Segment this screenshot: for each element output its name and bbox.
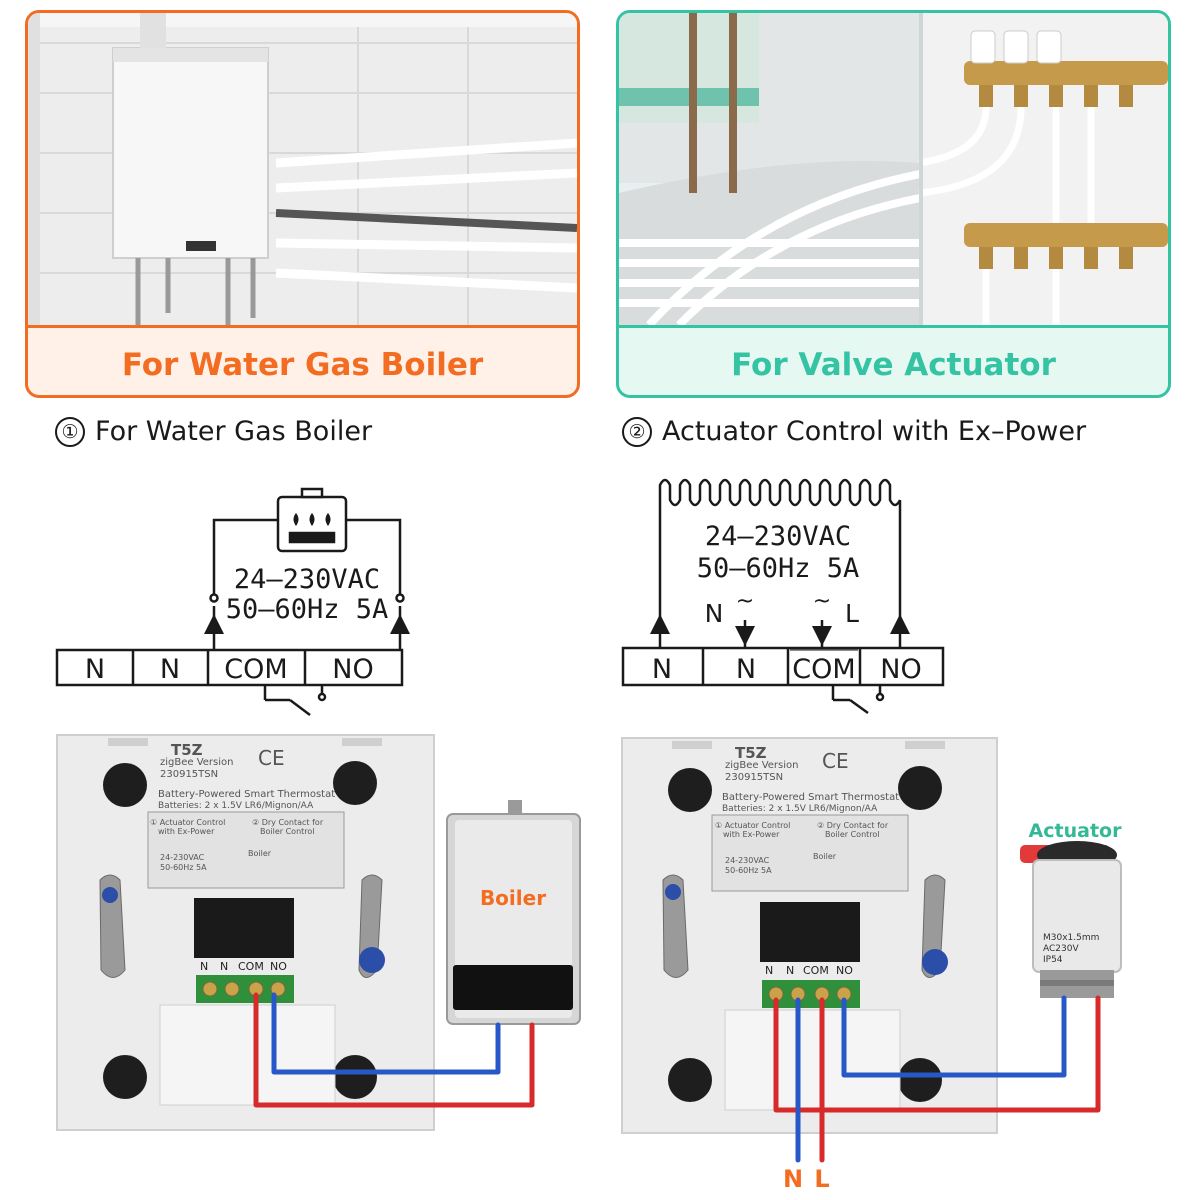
- terminal-label: NO: [880, 654, 921, 685]
- thermostat-back-right: [621, 737, 998, 1134]
- device-description: Battery-Powered Smart Thermostat: [722, 792, 899, 803]
- device-model: T5Z: [171, 741, 203, 759]
- terminal-label: N: [736, 654, 756, 685]
- section-title: Actuator Control with Ex–Power: [662, 416, 1087, 447]
- mini-voltage: 24-230VAC: [160, 853, 205, 862]
- mini-frequency: 50-60Hz 5A: [160, 863, 207, 872]
- ac-symbol: ~: [736, 589, 754, 614]
- voltage-label: 24–230VAC: [705, 521, 851, 552]
- neutral-wire: [841, 995, 1067, 1078]
- voltage-label: 24–230VAC: [234, 564, 380, 595]
- device-model: T5Z: [735, 744, 767, 762]
- terminal-label: N: [652, 654, 672, 685]
- section-heading-actuator: ② Actuator Control with Ex–Power: [622, 416, 1086, 447]
- ce-mark: CE: [822, 749, 849, 773]
- card-valve-actuator: For Valve Actuator: [616, 10, 1171, 398]
- supply-live-label: L: [845, 599, 859, 628]
- mini-boiler: Boiler: [813, 852, 837, 861]
- supply-neutral-label: N: [783, 1165, 803, 1193]
- actuator-spec: AC230V: [1043, 944, 1079, 954]
- device-description: Battery-Powered Smart Thermostat: [158, 789, 335, 800]
- terminal-label: NO: [836, 964, 853, 977]
- mini-diagram-title: Boiler Control: [825, 830, 880, 839]
- neutral-wire: [271, 992, 501, 1075]
- frequency-label: 50–60Hz 5A: [697, 553, 860, 584]
- mini-diagram-title: ① Actuator Control: [150, 818, 225, 827]
- flame-icon: [293, 513, 331, 526]
- card-caption-boiler: For Water Gas Boiler: [28, 325, 577, 395]
- mini-diagram-title: with Ex-Power: [723, 830, 780, 839]
- actuator-spec: IP54: [1043, 955, 1063, 965]
- device-batteries: Batteries: 2 x 1.5V LR6/Mignon/AA: [158, 801, 314, 811]
- boiler-photo: [28, 13, 577, 325]
- ce-mark: CE: [258, 746, 285, 770]
- actuator-spec: M30x1.5mm: [1043, 933, 1099, 943]
- boiler-unit: [446, 800, 581, 1025]
- terminal-label: N: [765, 964, 773, 977]
- actuator-unit: [1020, 841, 1122, 998]
- device-illustrations: T5Z zigBee Version 230915TSN CE Battery-…: [56, 734, 1123, 1193]
- schematic-boiler: [55, 487, 405, 716]
- device-serial: 230915TSN: [725, 772, 783, 783]
- mini-diagram-title: Boiler Control: [260, 827, 315, 836]
- supply-live-label: L: [814, 1165, 829, 1193]
- terminal-label: COM: [803, 964, 829, 977]
- manifold-photo: [619, 13, 1168, 325]
- card-water-gas-boiler: For Water Gas Boiler: [25, 10, 580, 398]
- actuator-label: Actuator: [1029, 820, 1123, 842]
- terminal-label: N: [786, 964, 794, 977]
- mini-boiler: Boiler: [248, 849, 272, 858]
- section-number: ①: [55, 417, 85, 447]
- live-wire: [253, 992, 535, 1108]
- mini-frequency: 50-60Hz 5A: [725, 866, 772, 875]
- boiler-label: Boiler: [480, 886, 546, 910]
- frequency-label: 50–60Hz 5A: [226, 594, 389, 625]
- device-version: zigBee Version: [160, 757, 234, 768]
- terminal-label: NO: [332, 654, 373, 685]
- arrow-up-icon: [650, 614, 910, 634]
- terminal-label: NO: [270, 960, 287, 973]
- section-number: ②: [622, 417, 652, 447]
- device-serial: 230915TSN: [160, 769, 218, 780]
- mini-voltage: 24-230VAC: [725, 856, 770, 865]
- terminal-label: N: [160, 654, 180, 685]
- arrow-down-icon: [735, 626, 832, 646]
- section-heading-boiler: ① For Water Gas Boiler: [55, 416, 372, 447]
- ac-symbol: ~: [813, 589, 831, 614]
- terminal-label: COM: [238, 960, 264, 973]
- mini-diagram-title: with Ex-Power: [158, 827, 215, 836]
- thermostat-back-left: [56, 734, 435, 1131]
- terminal-label: N: [85, 654, 105, 685]
- mini-diagram-title: ② Dry Contact for: [252, 818, 324, 827]
- arrow-up-icon: [204, 614, 410, 634]
- supply-neutral-label: N: [705, 599, 724, 628]
- terminal-label: COM: [224, 654, 287, 685]
- live-wire: [773, 995, 1101, 1113]
- terminal-label: N: [220, 960, 228, 973]
- mini-diagram-title: ① Actuator Control: [715, 821, 790, 830]
- device-batteries: Batteries: 2 x 1.5V LR6/Mignon/AA: [722, 804, 878, 814]
- mini-diagram-title: ② Dry Contact for: [817, 821, 889, 830]
- card-caption-actuator: For Valve Actuator: [619, 325, 1168, 395]
- terminal-label: COM: [792, 654, 855, 685]
- device-version: zigBee Version: [725, 760, 799, 771]
- section-title: For Water Gas Boiler: [95, 416, 373, 447]
- wiring-schematics: 24–230VAC 50–60Hz 5A N N COM NO 24–230VA…: [55, 478, 945, 716]
- heating-coil: [658, 478, 902, 507]
- terminal-label: N: [200, 960, 208, 973]
